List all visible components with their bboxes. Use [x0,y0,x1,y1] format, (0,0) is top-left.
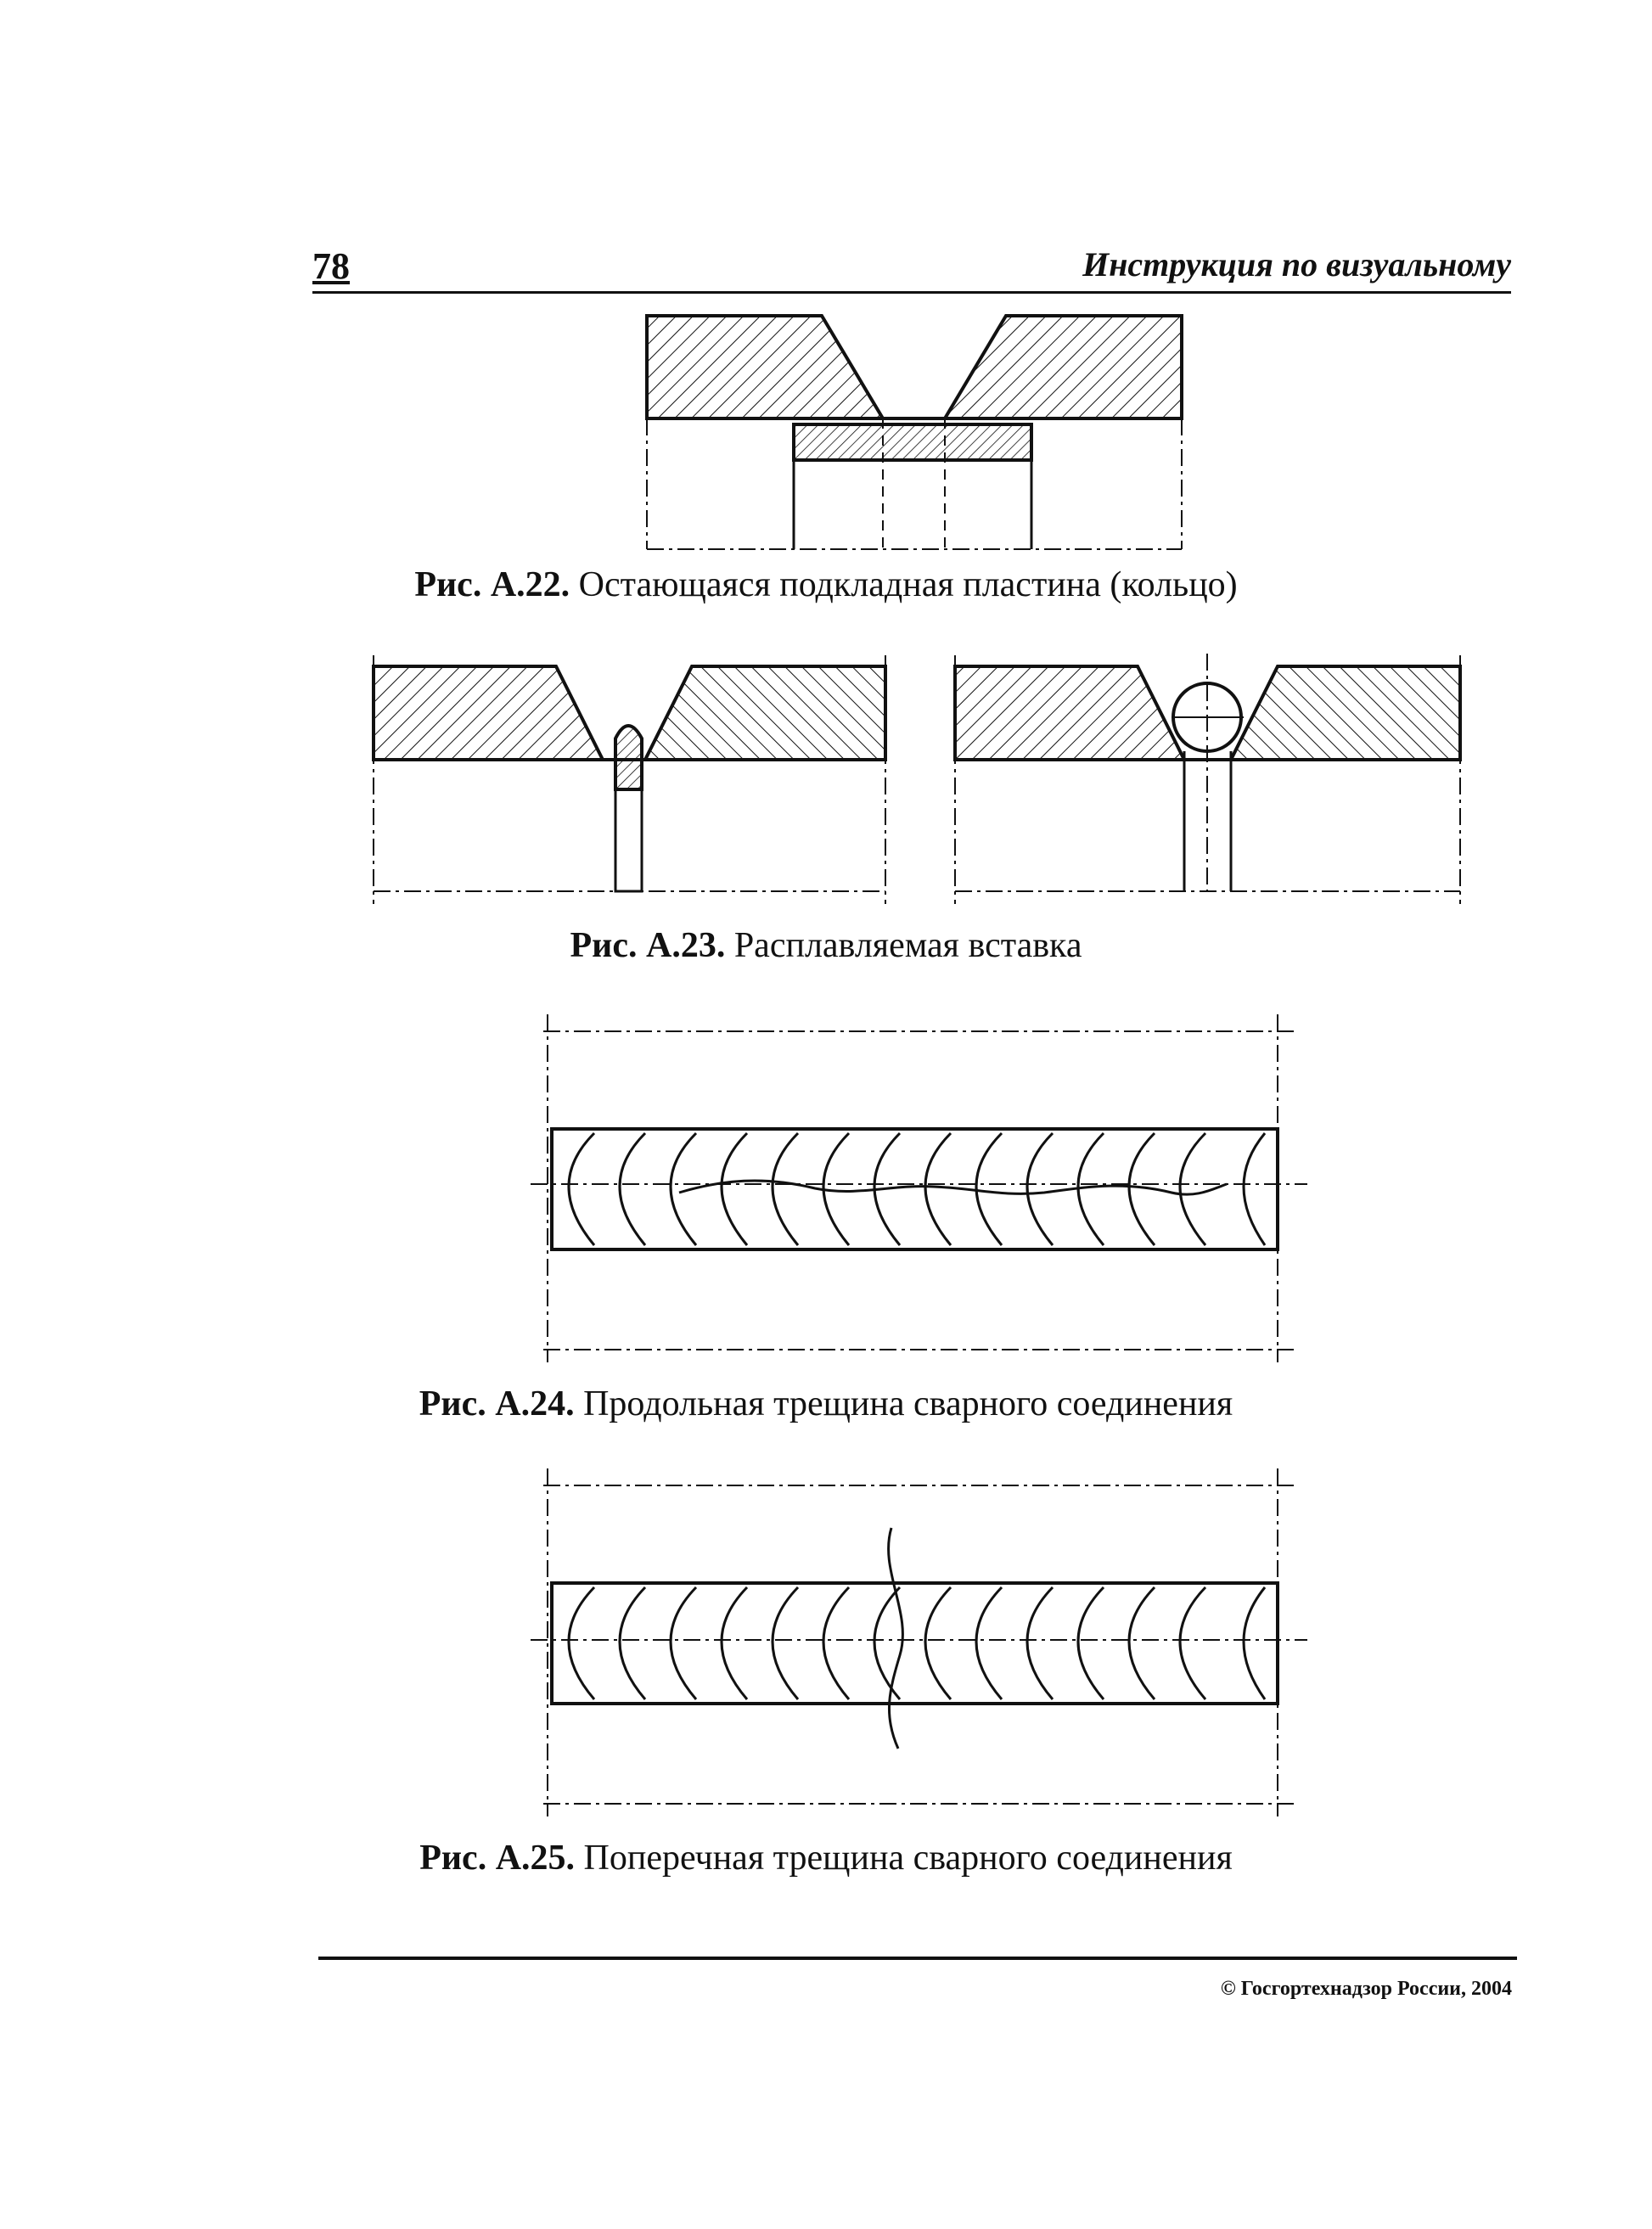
figure-caption-a24: Рис. А.24. Продольная трещина сварного с… [0,1384,1652,1424]
figure-text-a22: Остающаяся подкладная пластина (кольцо) [578,565,1238,604]
copyright: © Госгортехнадзор России, 2004 [1220,1978,1512,2000]
a25-transverse-crack [887,1527,904,1749]
header-rule [312,291,1511,294]
figure-text-a24: Продольная трещина сварного соединения [583,1384,1233,1423]
a24-weld-ripples [567,1131,1267,1246]
figure-text-a23: Расплавляемая вставка [733,926,1082,965]
running-title: Инструкция по визуальному [1082,245,1511,284]
figure-a22-drawing [645,314,1183,550]
figure-caption-a25: Рис. А.25. Поперечная трещина сварного с… [0,1838,1652,1878]
a25-weld-ripples [567,1586,1267,1700]
figure-text-a25: Поперечная трещина сварного соединения [583,1839,1233,1878]
a25-weld-seam [550,1581,1279,1705]
page-number: 78 [312,245,350,287]
a22-backing-ring [792,423,1033,462]
figure-label-a24: Рис. А.24. [419,1384,575,1423]
figure-a24-drawing [531,1014,1307,1362]
a23-left-plate-a [372,665,606,761]
a22-right-plate [941,314,1183,420]
figure-caption-a22: Рис. А.22. Остающаяся подкладная пластин… [0,564,1652,605]
a23-right-plate-a [953,665,1188,761]
figure-a23-left-drawing [372,655,887,904]
figure-label-a22: Рис. А.22. [414,565,570,604]
a23-right-plate-b [1228,665,1462,761]
figure-a23-right-drawing [953,654,1462,904]
a22-left-plate [645,314,886,420]
figure-label-a25: Рис. А.25. [419,1839,576,1878]
figure-caption-a23: Рис. А.23. Расплавляемая вставка [0,925,1652,966]
figure-label-a23: Рис. А.23. [570,926,726,965]
a23-insert [614,724,643,791]
a23-left-plate-b [642,665,887,761]
a24-longitudinal-crack [678,1179,1228,1196]
figure-a25-drawing [531,1468,1307,1816]
a24-weld-seam [550,1127,1279,1251]
footer-rule [318,1957,1517,1960]
